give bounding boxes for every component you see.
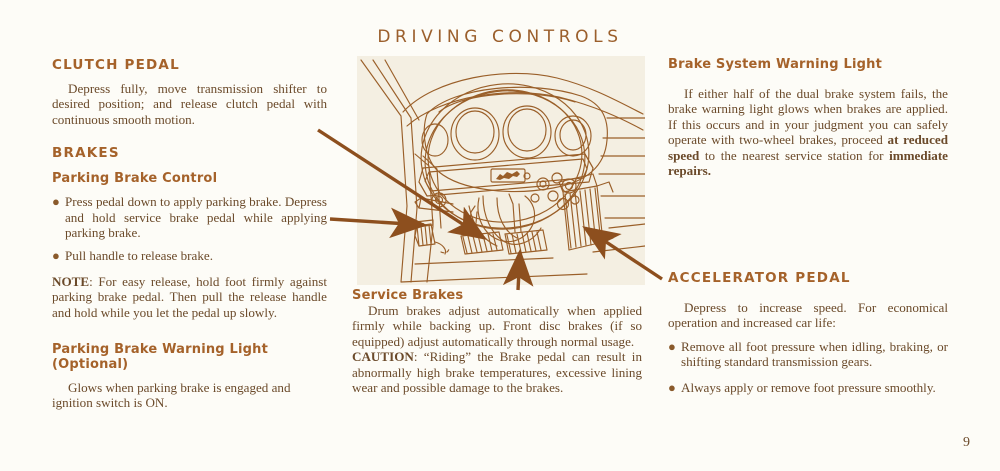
note-paragraph: NOTE: For easy release, hold foot firmly…	[52, 274, 327, 320]
list-item: ● Press pedal down to apply parking brak…	[52, 194, 327, 240]
parking-brake-warning-paragraph: Glows when parking brake is engaged and …	[52, 380, 291, 411]
accelerator-pedal-heading: ACCELERATOR PEDAL	[668, 270, 851, 286]
brake-system-warning-paragraph: If either half of the dual brake system …	[668, 86, 948, 178]
list-item-text: Press pedal down to apply parking brake.…	[65, 194, 327, 241]
caution-paragraph: CAUTION: “Riding” the Brake pedal can re…	[352, 349, 642, 395]
accelerator-pedal-paragraph: Depress to increase speed. For economica…	[668, 300, 948, 331]
right-column-top: Brake System Warning Light If either hal…	[668, 57, 948, 178]
parking-brake-warning-heading-line2: (Optional)	[52, 357, 129, 373]
middle-column: Service Brakes Drum brakes adjust automa…	[352, 288, 642, 395]
brake-warning-bold-reduced-speed: at reduced speed	[668, 132, 948, 163]
bullet-icon: ●	[668, 338, 676, 354]
note-label: NOTE	[52, 273, 90, 289]
list-item: ● Pull handle to release brake.	[52, 248, 327, 263]
caution-text: : “Riding” the Brake pedal can result in…	[352, 349, 642, 396]
list-item: ● Always apply or remove foot pressure s…	[668, 380, 948, 395]
list-item-text: Remove all foot pressure when idling, br…	[681, 338, 948, 370]
service-brakes-heading: Service Brakes	[352, 288, 464, 303]
brake-warning-text-part1: If either half of the dual brake system …	[668, 86, 948, 148]
right-column-bottom: ACCELERATOR PEDAL Depress to increase sp…	[668, 270, 948, 395]
page-title: DRIVING CONTROLS	[377, 27, 623, 47]
driving-controls-illustration	[357, 56, 645, 285]
note-text: : For easy release, hold foot firmly aga…	[52, 273, 327, 320]
parking-brake-warning-heading-line1: Parking Brake Warning Light	[52, 342, 269, 358]
list-item: ● Remove all foot pressure when idling, …	[668, 339, 948, 370]
list-item-text: Pull handle to release brake.	[65, 248, 213, 264]
bullet-icon: ●	[668, 379, 676, 395]
service-brakes-paragraph: Drum brakes adjust automatically when ap…	[352, 303, 642, 349]
brake-warning-bold-immediate-repairs: immediate repairs.	[668, 147, 948, 179]
brake-system-warning-light-heading: Brake System Warning Light	[668, 57, 882, 72]
caution-label: CAUTION	[352, 349, 414, 365]
list-item-text: Always apply or remove foot pressure smo…	[681, 379, 936, 395]
bullet-icon: ●	[52, 194, 60, 210]
clutch-pedal-heading: CLUTCH PEDAL	[52, 57, 180, 73]
left-column: CLUTCH PEDAL Depress fully, move transmi…	[52, 57, 327, 411]
page-number: 9	[963, 435, 970, 450]
parking-brake-control-heading: Parking Brake Control	[52, 171, 218, 187]
brakes-heading: BRAKES	[52, 145, 120, 162]
clutch-pedal-paragraph: Depress fully, move transmission shifter…	[52, 81, 327, 127]
brake-warning-text-part2: to the nearest service station for	[699, 147, 890, 163]
bullet-icon: ●	[52, 248, 60, 264]
